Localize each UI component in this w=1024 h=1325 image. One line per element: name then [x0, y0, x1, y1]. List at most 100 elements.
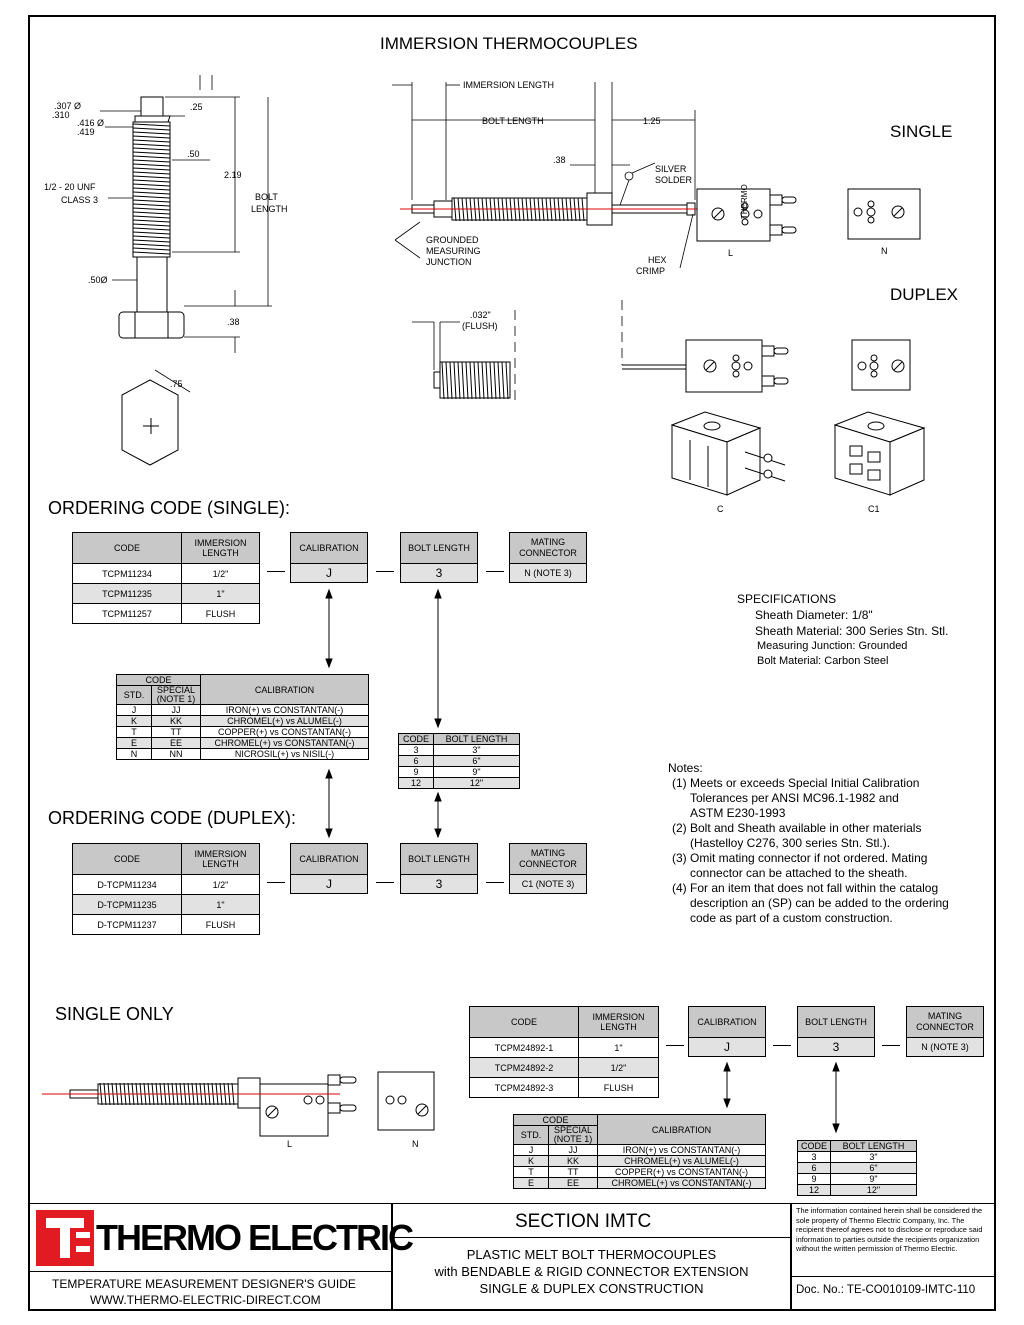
connector-3d-C — [670, 411, 786, 496]
dim-bolt-length-2: LENGTH — [251, 204, 288, 214]
label-grounded: GROUNDED — [426, 235, 479, 245]
thread-line — [461, 361, 465, 400]
thread-line — [132, 239, 171, 243]
single-only-label-N: N — [412, 1139, 419, 1149]
dim-38: .38 — [227, 317, 240, 327]
thread-line — [132, 135, 171, 139]
thread-line — [505, 361, 509, 400]
connector-label-L: L — [728, 248, 733, 258]
footer-divider — [392, 1237, 791, 1238]
heading-single: ORDERING CODE (SINGLE): — [48, 498, 291, 518]
footer-section-cell — [392, 1203, 791, 1311]
thread-line — [501, 361, 505, 400]
label-measuring: MEASURING — [426, 246, 481, 256]
connector-brand-L: THERMO — [740, 184, 749, 219]
thread-line — [132, 151, 171, 155]
thread-line — [132, 139, 171, 143]
thread-line — [132, 231, 171, 235]
heading-duplex: ORDERING CODE (DUPLEX): — [48, 808, 297, 828]
page-title: IMMERSION THERMOCOUPLES — [380, 34, 638, 53]
thread-line — [132, 247, 171, 251]
thread-line — [132, 183, 171, 187]
label-silver: SILVER — [655, 164, 687, 174]
label-crimp: CRIMP — [636, 266, 665, 276]
connector-L — [696, 188, 797, 242]
spec-line: Sheath Diameter: 1/8" — [755, 608, 873, 622]
connector-N — [847, 188, 921, 240]
dim-immersion-length: IMMERSION LENGTH — [463, 80, 554, 90]
thread-line — [132, 215, 171, 219]
thread-line — [132, 219, 171, 223]
thread-line — [132, 171, 171, 175]
thread-line — [477, 361, 481, 400]
dim-25: .25 — [190, 102, 203, 112]
footer-divider — [28, 1271, 392, 1272]
dim-flush-1: .032" — [470, 310, 491, 320]
thread-line — [132, 155, 171, 159]
connector-label-C: C — [717, 504, 724, 514]
thread-line — [132, 203, 171, 207]
connector-duplex-N — [851, 339, 911, 391]
logo-text: THERMO ELECTRIC — [96, 1217, 414, 1258]
thread-line — [132, 123, 171, 127]
thread-line — [453, 361, 457, 400]
footer-guide: TEMPERATURE MEASUREMENT DESIGNER'S GUIDE — [52, 1277, 356, 1291]
section-description: PLASTIC MELT BOLT THERMOCOUPLES with BEN… — [434, 1247, 749, 1296]
spec-line: Bolt Material: Carbon Steel — [757, 655, 889, 667]
single-only-label-L: L — [287, 1139, 292, 1149]
thread-line — [132, 199, 171, 203]
label-junction: JUNCTION — [426, 257, 472, 267]
connector-duplex-L — [685, 339, 789, 393]
thread-line — [132, 127, 171, 131]
thread-line — [485, 361, 489, 400]
thread-line — [493, 361, 497, 400]
dim-419: .419 — [77, 127, 95, 137]
thread-line — [469, 361, 473, 400]
thread-line — [441, 361, 445, 400]
dim-38b: .38 — [553, 155, 566, 165]
legal-text: The information contained herein shall b… — [796, 1206, 983, 1253]
dim-50: .50 — [187, 149, 200, 159]
heading-single-only: SINGLE ONLY — [55, 1004, 174, 1024]
technical-drawing: /* placeholder */ — [44, 75, 958, 514]
thread-line — [132, 227, 171, 231]
thread-line — [132, 223, 171, 227]
connector-3d-C1 — [833, 411, 926, 496]
doc-number: Doc. No.: TE-CO010109-IMTC-110 — [796, 1284, 976, 1296]
single-only-drawing: L N — [42, 1071, 435, 1149]
footer-logo-cell — [28, 1203, 392, 1311]
connector-label-N: N — [881, 246, 888, 256]
bolt-hex-end-view — [121, 369, 191, 466]
thread-line — [132, 251, 171, 255]
label-hex: HEX — [648, 255, 667, 265]
thread-line — [132, 159, 171, 163]
dim-75: .75 — [170, 379, 183, 389]
thread-line — [132, 175, 171, 179]
thread-line — [445, 361, 449, 400]
thread-line — [473, 361, 477, 400]
thread-line — [497, 361, 501, 400]
dim-thread: 1/2 - 20 UNF — [44, 182, 96, 192]
thread-line — [465, 361, 469, 400]
section-title: SECTION IMTC — [515, 1211, 652, 1232]
thread-line — [132, 179, 171, 183]
thread-line — [132, 167, 171, 171]
footer-legal-cell — [791, 1203, 996, 1311]
thread-line — [132, 211, 171, 215]
thread-line — [457, 361, 461, 400]
footer-url[interactable]: WWW.THERMO-ELECTRIC-DIRECT.COM — [90, 1293, 321, 1307]
thread-line — [481, 361, 485, 400]
thread-line — [132, 235, 171, 239]
